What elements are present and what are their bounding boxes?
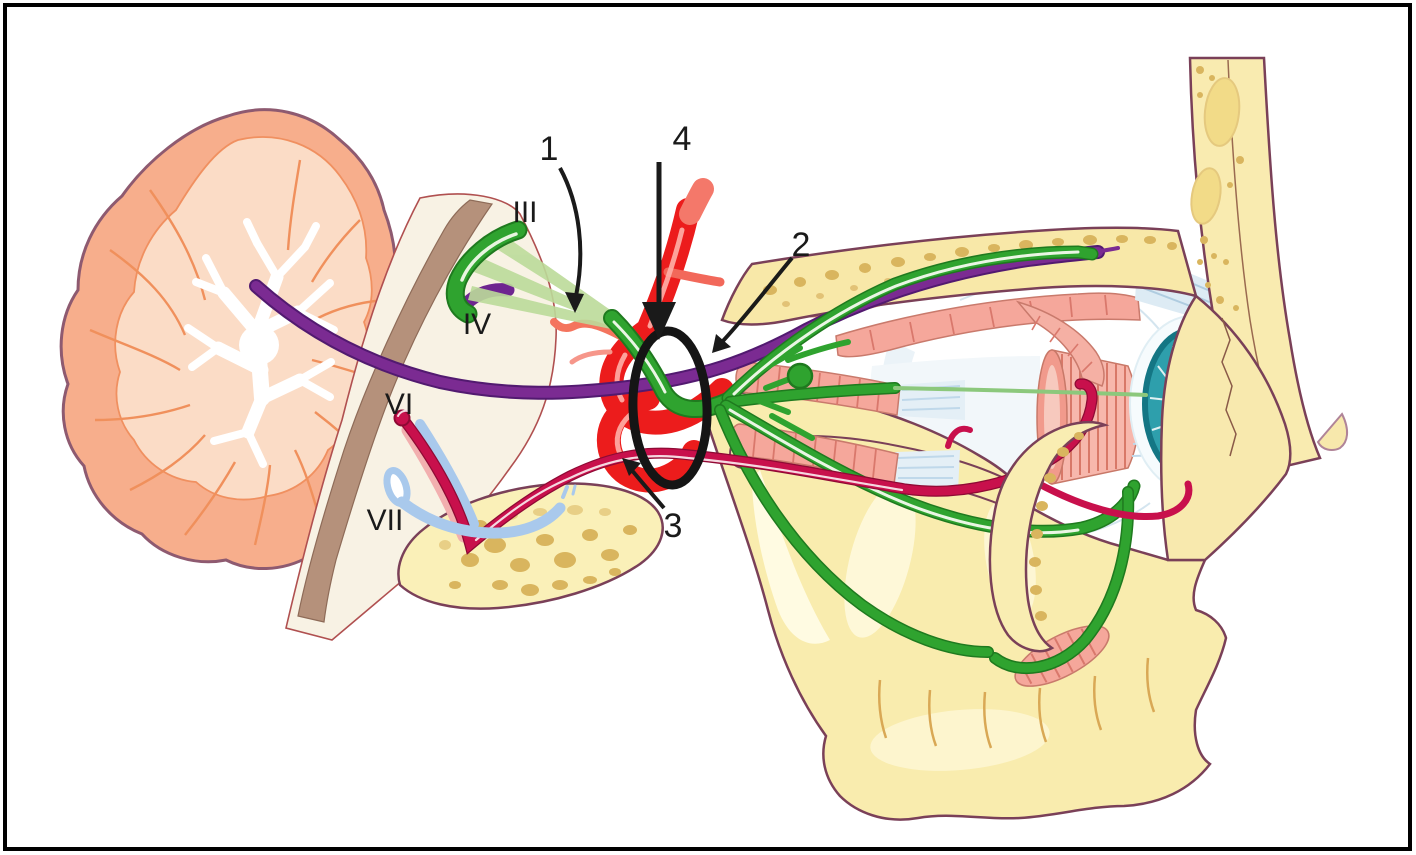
frontal-bone — [1188, 56, 1322, 476]
label-2: 2 — [792, 226, 811, 264]
label-nerve-iv: IV — [463, 308, 491, 341]
internal-carotid-artery — [550, 178, 734, 493]
label-3: 3 — [664, 507, 683, 545]
bone-marrow-dots — [1029, 432, 1084, 621]
posterior-communicating-artery — [550, 318, 628, 342]
nerve-iii-orbital-twigs — [749, 339, 851, 441]
superior-rectus-muscle — [835, 292, 1141, 358]
nasal-bone-fragment — [1316, 412, 1348, 451]
lateral-orbital-flange-bone — [988, 420, 1110, 653]
superior-oblique-tendon — [1015, 300, 1105, 387]
cavernous-sinus-highlight-ellipse — [628, 326, 712, 490]
label-nerve-vii: VII — [367, 504, 404, 537]
bone-grooves — [878, 657, 1156, 749]
label-nerve-vi: VI — [385, 388, 413, 421]
ciliary-ganglion — [786, 362, 814, 390]
long-ciliary-nerve — [893, 386, 1148, 397]
arbor-vitae-white-matter — [184, 218, 338, 468]
figure-labels: 1 2 3 4 III IV VI VII — [367, 120, 811, 545]
cerebellum-fissures — [89, 159, 386, 546]
arrow-1-icon — [558, 167, 583, 297]
zygomatic-cheek-bone — [1160, 294, 1292, 562]
cerebellum-illustration — [59, 108, 402, 570]
label-1: 1 — [540, 130, 559, 168]
annotation-arrows — [558, 162, 794, 510]
cranial-nerve-vii-path — [383, 467, 577, 539]
cerebral-peduncle-band — [297, 199, 494, 623]
ophthalmic-artery-branch — [1014, 468, 1193, 521]
label-nerve-iii: III — [512, 196, 537, 229]
arrow-2-icon — [720, 256, 794, 344]
label-4: 4 — [673, 120, 692, 158]
nerve-iii-root-fan — [468, 238, 618, 330]
